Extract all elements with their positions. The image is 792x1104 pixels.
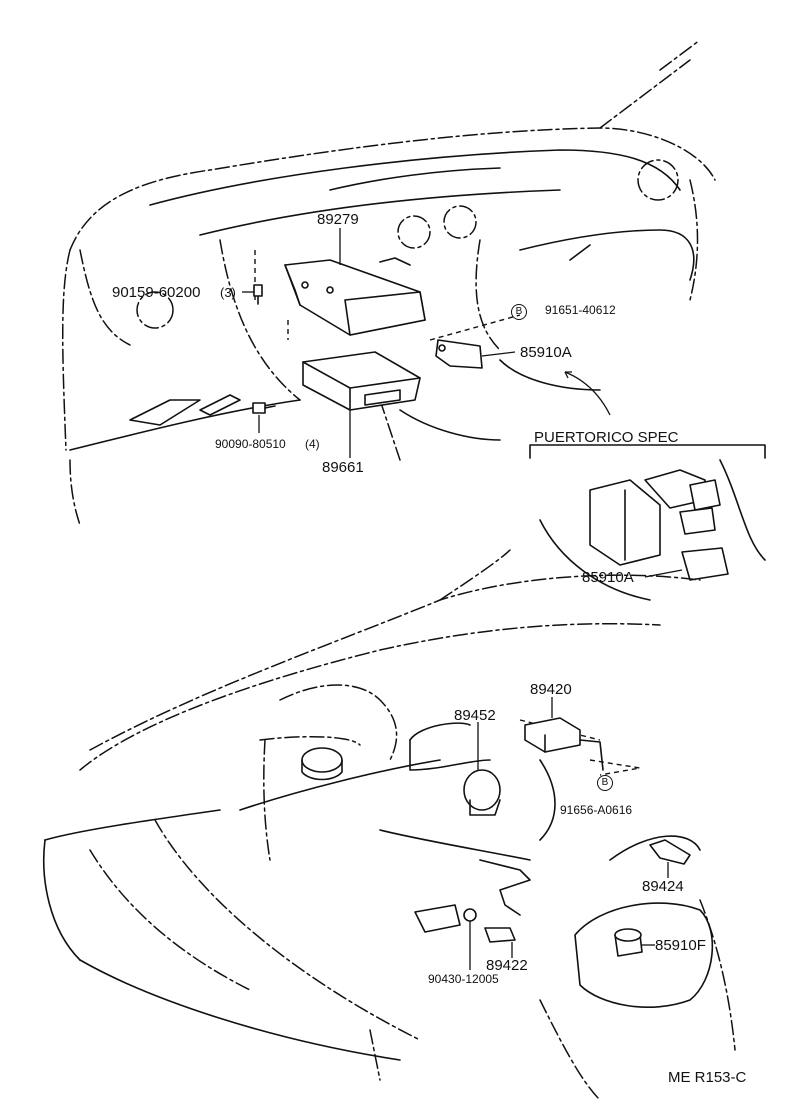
label-marker-b: B [511,302,527,320]
bolt-90159 [253,284,263,305]
label-90430-12005: 90430-12005 [428,972,499,986]
label-91651-40612: 91651-40612 [545,303,616,317]
label-85910a: 85910A [520,344,572,361]
leader-lines-top [242,228,611,458]
sensor-89424 [649,839,691,878]
label-89424: 89424 [642,878,684,895]
label-90090-qty: (4) [305,437,320,451]
label-puertorico-spec: PUERTORICO SPEC [534,429,679,446]
label-89420: 89420 [530,681,572,698]
dashboard-outline [61,39,716,526]
gasket-90430 [414,904,477,970]
label-89279: 89279 [317,211,359,228]
sensor-89420 [524,697,604,771]
label-90090-80510: 90090-80510 [215,437,286,451]
label-91656-a0616: 91656-A0616 [560,803,633,817]
puertorico-inset [529,444,766,601]
label-89422: 89422 [486,957,528,974]
label-85910a-inset: 85910A [582,569,634,586]
label-marker-b2: B [597,773,613,791]
label-85910f: 85910F [655,937,706,954]
sensor-89422 [484,927,516,958]
label-90159-qty: (3) [220,285,236,300]
label-89452: 89452 [454,707,496,724]
bracket-89279 [284,257,426,336]
relay-85910a [435,339,483,369]
relay-85910f [574,902,714,1009]
label-89661: 89661 [322,459,364,476]
engine-bay-outline [42,549,736,1101]
screw-90090 [252,402,276,414]
label-90159-60200: 90159-60200 [112,284,201,301]
footer-reference: ME R153-C [668,1069,747,1086]
ecu-89661 [302,351,421,411]
sensor-89452 [463,722,501,816]
